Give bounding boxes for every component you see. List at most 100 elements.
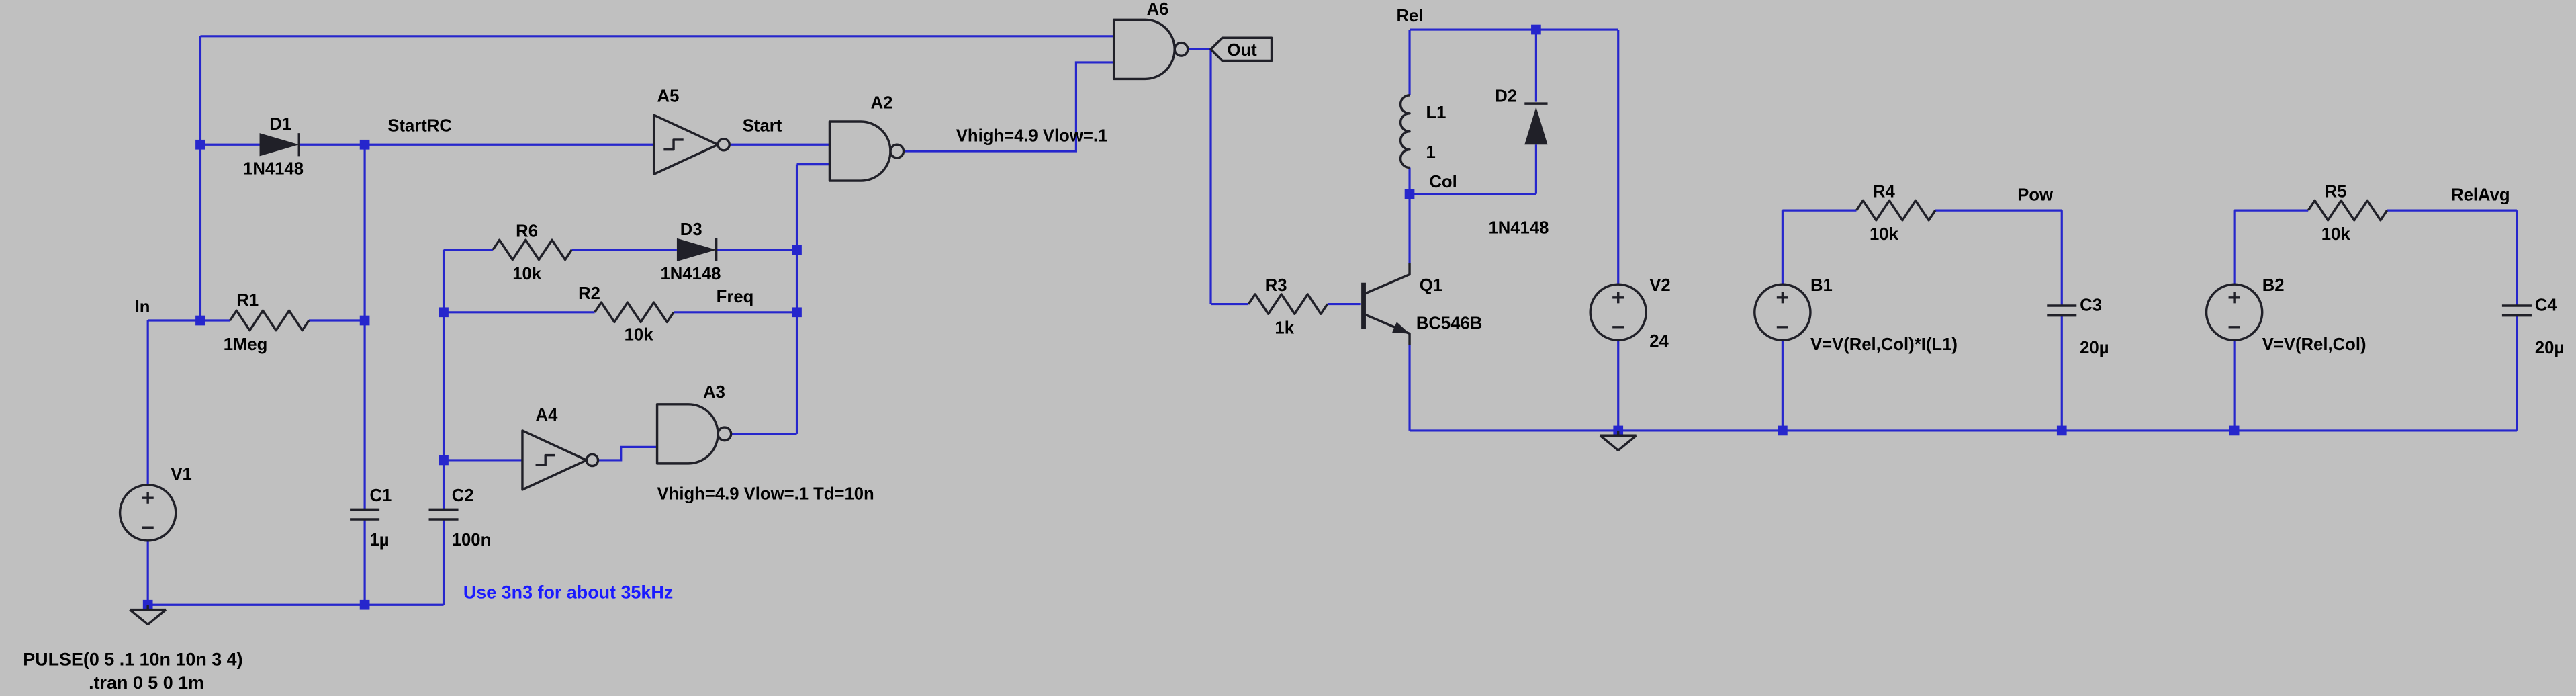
label-q1-name[interactable]: Q1 — [1420, 276, 1442, 295]
label-r1-value[interactable]: 1Meg — [224, 335, 268, 354]
junctions — [142, 24, 2240, 610]
label-d1-name[interactable]: D1 — [269, 115, 291, 134]
junction-dot — [2056, 425, 2067, 436]
label-v2-name[interactable]: V2 — [1649, 276, 1670, 295]
label-l1-name[interactable]: L1 — [1426, 103, 1446, 122]
label-d2-name[interactable]: D2 — [1495, 87, 1517, 106]
component-r4-resistor[interactable] — [1855, 199, 1937, 222]
component-v2-voltage-source[interactable] — [1589, 283, 1648, 342]
component-b1-behavioral-source[interactable] — [1753, 283, 1812, 342]
port-flag-outline — [1209, 36, 1273, 62]
label-b1-name[interactable]: B1 — [1810, 276, 1833, 295]
component-d3-diode[interactable] — [676, 238, 718, 261]
label-r4-name[interactable]: R4 — [1873, 183, 1896, 202]
directive-pulse[interactable]: PULSE(0 5 .1 10n 10n 3 4) — [23, 650, 242, 670]
component-b2-behavioral-source[interactable] — [2205, 283, 2264, 342]
label-c3-value[interactable]: 20µ — [2080, 339, 2109, 357]
label-b1-value[interactable]: V=V(Rel,Col)*I(L1) — [1810, 335, 1958, 354]
label-a2-name[interactable]: A2 — [871, 93, 893, 112]
component-d1-diode[interactable] — [259, 133, 300, 157]
gate-body — [655, 403, 719, 465]
label-v1-name[interactable]: V1 — [171, 465, 191, 484]
net-label-pow[interactable]: Pow — [2017, 185, 2054, 204]
label-a5-name[interactable]: A5 — [657, 87, 680, 106]
label-a6-name[interactable]: A6 — [1147, 0, 1169, 19]
label-c3-name[interactable]: C3 — [2080, 296, 2102, 314]
cap-plates — [428, 508, 459, 521]
label-a2-attr[interactable]: Vhigh=4.9 Vlow=.1 — [956, 126, 1107, 145]
component-c3-capacitor[interactable] — [2047, 304, 2077, 317]
label-a3-name[interactable]: A3 — [703, 383, 725, 402]
label-r6-value[interactable]: 10k — [512, 265, 542, 284]
net-label-start[interactable]: Start — [743, 117, 782, 136]
net-label-freq[interactable]: Freq — [717, 288, 754, 306]
wire[interactable] — [598, 445, 657, 462]
label-r4-value[interactable]: 10k — [1870, 225, 1899, 244]
resistor-zigzag — [2307, 199, 2389, 222]
component-r2-resistor[interactable] — [594, 301, 675, 324]
inverter-bubble — [889, 143, 905, 159]
label-q1-value[interactable]: BC546B — [1416, 314, 1482, 333]
label-v2-value[interactable]: 24 — [1649, 332, 1669, 351]
component-a2-nand-gate[interactable] — [828, 120, 905, 182]
junction-dot — [1778, 425, 1788, 436]
component-a6-nand-gate[interactable] — [1112, 18, 1189, 81]
net-label-rel[interactable]: Rel — [1396, 7, 1423, 26]
component-r3-resistor[interactable] — [1247, 293, 1329, 315]
component-a4-schmitt-inverter[interactable] — [521, 429, 600, 491]
label-b2-name[interactable]: B2 — [2262, 276, 2285, 295]
label-c2-value[interactable]: 100n — [452, 531, 492, 550]
out-port-flag[interactable] — [1209, 36, 1273, 62]
label-r2-value[interactable]: 10k — [625, 325, 654, 344]
net-label-in[interactable]: In — [135, 298, 150, 316]
resistor-zigzag — [1247, 293, 1329, 315]
label-r1-name[interactable]: R1 — [236, 291, 259, 310]
label-a4-name[interactable]: A4 — [536, 406, 559, 425]
label-c2-name[interactable]: C2 — [452, 486, 474, 505]
label-r2-name[interactable]: R2 — [578, 284, 600, 303]
component-v1-voltage-source[interactable] — [118, 483, 177, 542]
component-r1-resistor[interactable] — [229, 309, 310, 332]
component-a3-nand-gate[interactable] — [655, 403, 733, 465]
component-a5-schmitt-buffer[interactable] — [652, 114, 731, 176]
label-d1-value[interactable]: 1N4148 — [243, 159, 304, 178]
component-r5-resistor[interactable] — [2307, 199, 2389, 222]
label-c4-name[interactable]: C4 — [2535, 296, 2558, 314]
label-d2-value[interactable]: 1N4148 — [1488, 218, 1549, 237]
label-r6-name[interactable]: R6 — [516, 222, 538, 241]
junction-dot — [792, 245, 802, 255]
net-label-out[interactable]: Out — [1227, 41, 1257, 60]
label-r5-name[interactable]: R5 — [2325, 183, 2347, 202]
component-c2-capacitor[interactable] — [428, 508, 459, 521]
directive-tran[interactable]: .tran 0 5 0 1m — [89, 672, 204, 693]
net-label-col[interactable]: Col — [1429, 173, 1457, 191]
component-l1-inductor[interactable] — [1399, 94, 1411, 169]
wire[interactable] — [903, 61, 1114, 153]
component-c1-capacitor[interactable] — [350, 508, 380, 521]
label-a3-attr[interactable]: Vhigh=4.9 Vlow=.1 Td=10n — [657, 485, 874, 504]
diode-triangle — [1524, 107, 1548, 145]
component-c4-capacitor[interactable] — [2501, 304, 2532, 317]
component-d2-diode[interactable] — [1524, 102, 1548, 145]
wires — [146, 28, 2518, 606]
label-c1-name[interactable]: C1 — [369, 486, 392, 505]
cap-plates — [350, 508, 380, 521]
component-q1-npn-transistor[interactable] — [1361, 263, 1411, 345]
label-r3-name[interactable]: R3 — [1265, 276, 1287, 295]
label-l1-value[interactable]: 1 — [1426, 143, 1436, 162]
component-r6-resistor[interactable] — [492, 238, 573, 261]
plus-icon — [2228, 292, 2240, 304]
label-c4-value[interactable]: 20µ — [2535, 339, 2564, 357]
label-d3-value[interactable]: 1N4148 — [660, 265, 721, 284]
label-c1-value[interactable]: 1µ — [369, 531, 389, 550]
label-d3-name[interactable]: D3 — [680, 220, 702, 239]
label-r5-value[interactable]: 10k — [2321, 225, 2351, 244]
label-r3-value[interactable]: 1k — [1275, 319, 1294, 338]
net-label-relavg[interactable]: RelAvg — [2451, 185, 2510, 204]
hysteresis-icon — [663, 138, 684, 151]
label-b2-value[interactable]: V=V(Rel,Col) — [2262, 335, 2366, 354]
comment-cap-note[interactable]: Use 3n3 for about 35kHz — [463, 582, 673, 602]
net-label-startrc[interactable]: StartRC — [387, 117, 452, 136]
resistor-zigzag — [492, 238, 573, 261]
